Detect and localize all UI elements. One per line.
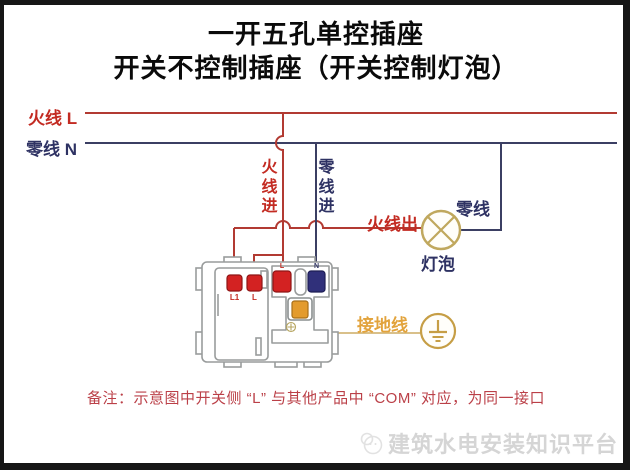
neutral-in-label: 零线进 xyxy=(318,159,335,215)
socket-terminal-earth xyxy=(291,300,309,319)
neutral-right-label: 零线 xyxy=(456,200,490,219)
live-left-label: 火线 L xyxy=(28,109,78,128)
live-out-wire xyxy=(234,220,422,229)
title-line-1: 一开五孔单控插座 xyxy=(207,19,424,49)
terminal-label-socket-l: L xyxy=(279,263,285,270)
switch-slot xyxy=(255,337,262,356)
footnote: 备注：示意图中开关侧 “L” 与其他产品中 “COM” 对应，为同一接口 xyxy=(87,390,545,407)
neutral-lamp-wire xyxy=(461,143,502,231)
switch-terminal-l xyxy=(246,274,263,292)
title-line-2: 开关不控制插座（开关控制灯泡） xyxy=(113,53,519,83)
socket-terminal-live xyxy=(272,270,292,293)
earth-label: 接地线 xyxy=(357,316,408,335)
page-title: 一开五孔单控插座 开关不控制插座（开关控制灯泡） xyxy=(0,17,632,85)
watermark-text: 建筑水电安装知识平台 xyxy=(388,432,619,457)
watermark: 建筑水电安装知识平台 xyxy=(358,427,618,459)
live-out-label: 火线出 xyxy=(367,215,418,234)
terminal-label-socket-n: N xyxy=(313,263,320,270)
neutral-left-label: 零线 N xyxy=(26,140,77,159)
earth-mark-icon xyxy=(285,321,297,333)
live-in-label: 火线进 xyxy=(261,159,278,215)
terminal-label-l1: L1 xyxy=(229,293,240,302)
socket-keyhole-slot xyxy=(294,268,307,296)
earth-ground-icon xyxy=(419,312,457,350)
socket-terminal-neutral xyxy=(307,270,326,293)
switch-terminal-l1 xyxy=(226,274,243,292)
watermark-logo-icon xyxy=(360,432,383,455)
terminal-label-l: L xyxy=(252,293,257,302)
lamp-icon xyxy=(420,209,462,251)
live-in-wire xyxy=(275,113,284,271)
bulb-label: 灯泡 xyxy=(421,255,455,274)
